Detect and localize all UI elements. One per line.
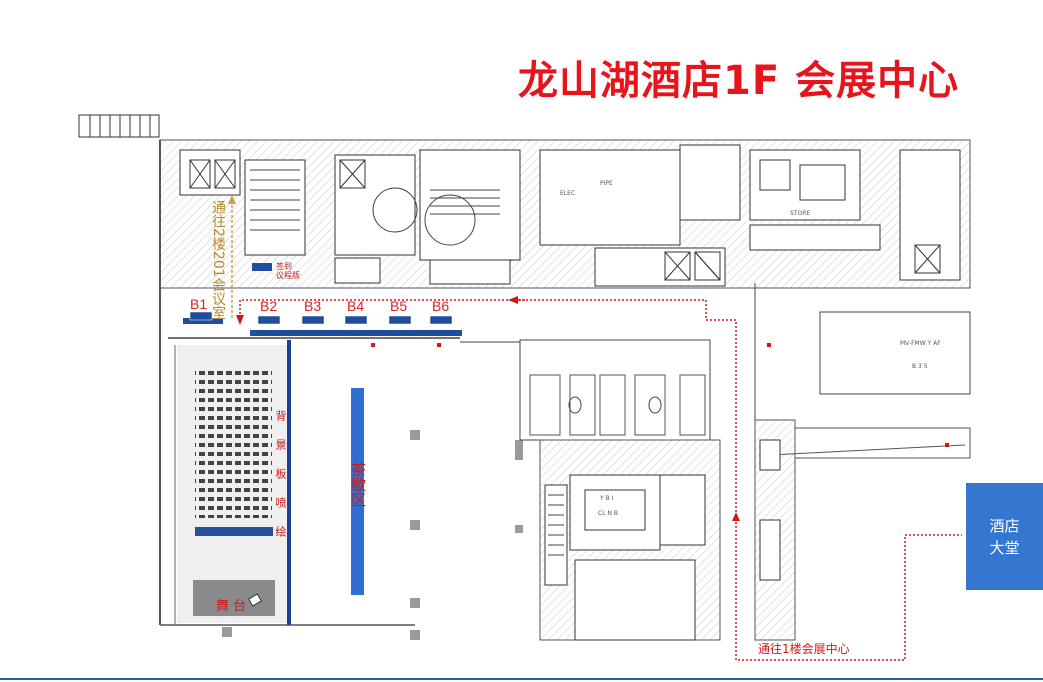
booth-b5[interactable]: B5	[390, 298, 408, 314]
hotel-lobby[interactable]: 酒店 大堂	[966, 483, 1043, 590]
arrow-icon	[236, 296, 740, 521]
to-exhibition-center-label: 通往1楼会展中心	[758, 642, 850, 656]
svg-text:Y B I: Y B I	[599, 495, 614, 502]
svg-text:ELEC: ELEC	[560, 190, 575, 197]
svg-text:B 3 5: B 3 5	[912, 363, 928, 370]
stair-fragment	[78, 114, 160, 138]
tea-break-label: 茶歇区	[349, 462, 367, 507]
svg-text:CL N B: CL N B	[598, 510, 618, 517]
svg-text:MV-FMW Y AF: MV-FMW Y AF	[900, 340, 941, 347]
booth-row	[183, 263, 462, 336]
restrooms: Y B I CL N B	[519, 339, 721, 641]
stage	[193, 580, 275, 616]
booth-b6[interactable]: B6	[432, 298, 450, 314]
columns	[222, 430, 523, 640]
booth-b4[interactable]: B4	[347, 298, 365, 314]
arrow-to-2f-icon	[228, 195, 236, 320]
booth-b1[interactable]: B1	[190, 296, 208, 312]
backdrop-label: 背景板喷绘	[274, 410, 287, 555]
signin-label: 签到	[276, 262, 292, 271]
signin-board-label: 签到 议程版	[276, 262, 300, 280]
agenda-label: 议程版	[276, 271, 300, 280]
page-title: 龙山湖酒店1F 会展中心	[518, 58, 960, 104]
service-core: ELEC PIPE STORE	[159, 139, 971, 289]
red-markers	[371, 343, 949, 447]
east-wing: MV-FMW Y AF B 3 5	[754, 283, 971, 641]
lobby-label-line2: 大堂	[989, 538, 1020, 557]
stage-label: 舞 台	[216, 599, 247, 614]
booth-b3[interactable]: B3	[304, 298, 322, 314]
tea-break-table	[351, 388, 364, 595]
svg-text:PIPE: PIPE	[600, 180, 613, 187]
svg-text:STORE: STORE	[790, 210, 810, 217]
booth-b2[interactable]: B2	[260, 298, 278, 314]
lobby-label-line1: 酒店	[989, 516, 1020, 535]
to-meeting-room-label: 通往2楼201会议室	[210, 200, 226, 320]
bottom-divider	[0, 678, 1043, 680]
meeting-room	[177, 345, 288, 623]
